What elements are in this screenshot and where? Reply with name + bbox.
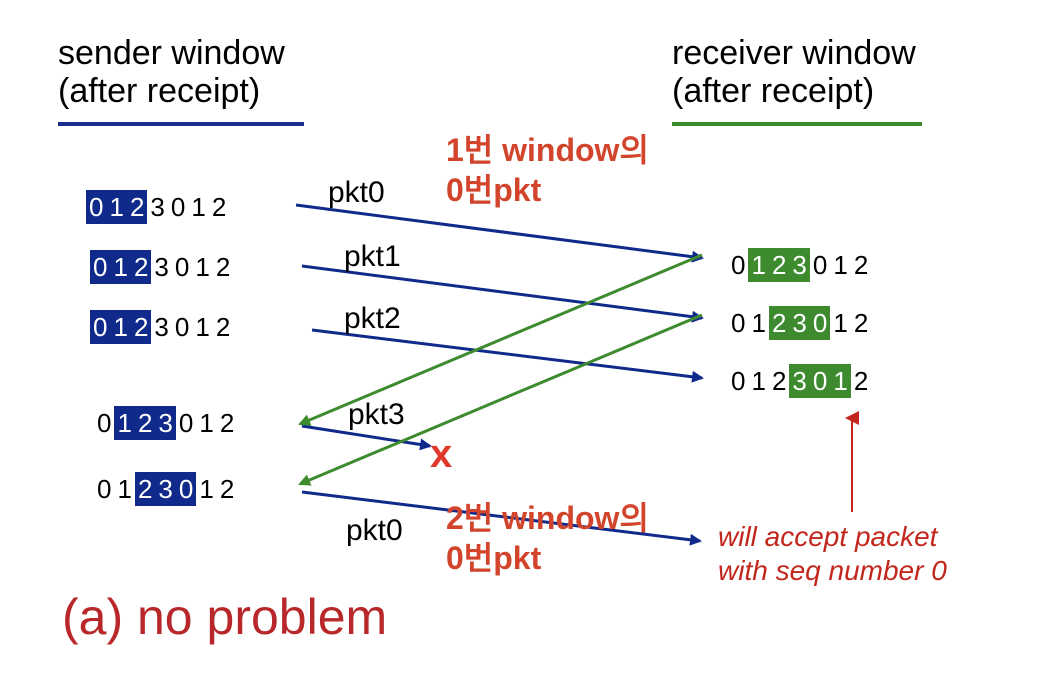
- seq-number: 1: [830, 364, 851, 398]
- pkt1-arrow: [301, 264, 704, 323]
- seq-number: 2: [215, 252, 231, 282]
- sender-title-line1: sender window: [58, 34, 285, 72]
- seq-number: 0: [809, 306, 831, 340]
- pkt3-label: pkt3: [348, 398, 405, 431]
- seq-number: 1: [114, 406, 135, 440]
- receiver-title-line1: receiver window: [672, 34, 916, 72]
- window1-note-line1: 1번 window의: [446, 132, 649, 168]
- seq-number: 1: [191, 192, 206, 222]
- window2-note: 2번 window의 0번pkt: [446, 498, 649, 578]
- seq-number: 2: [853, 366, 869, 396]
- pkt0-label: pkt0: [328, 176, 385, 209]
- pkt0b-label: pkt0: [346, 514, 403, 547]
- seq-number: 0: [174, 252, 190, 282]
- seq-number: 1: [833, 308, 848, 338]
- receiver-title-line2: (after receipt): [672, 72, 875, 110]
- seq-number: 2: [211, 192, 227, 222]
- window1-note-line2: 0번pkt: [446, 172, 542, 208]
- seq-number: 3: [789, 364, 810, 398]
- seq-number: 1: [748, 248, 769, 282]
- seq-number: 2: [853, 308, 869, 338]
- receiver-title: receiver window (after receipt): [672, 34, 916, 110]
- seq-number: 3: [789, 306, 810, 340]
- seq-number: 0: [731, 308, 746, 338]
- seq-number: 0: [731, 250, 746, 280]
- accept-note: will accept packet with seq number 0: [718, 520, 947, 588]
- seq-number: 1: [199, 408, 214, 438]
- seq-number: 0: [809, 364, 831, 398]
- seq-number: 3: [150, 192, 165, 222]
- seq-number: 1: [106, 190, 127, 224]
- pkt0b-arrow: [301, 490, 702, 546]
- seq-number: 2: [134, 472, 156, 506]
- seq-number: 2: [215, 312, 231, 342]
- window2-note-line1: 2번 window의: [446, 500, 649, 536]
- seq-number: 0: [86, 190, 107, 224]
- sender-title-line2: (after receipt): [58, 72, 261, 110]
- pkt0-arrow: [295, 203, 704, 263]
- packet-lost-x-icon: x: [430, 432, 453, 476]
- seq-number: 1: [195, 252, 210, 282]
- seq-number: 0: [90, 310, 111, 344]
- seq-number: 2: [853, 250, 869, 280]
- sender-title: sender window (after receipt): [58, 34, 285, 110]
- seq-number: 1: [110, 250, 131, 284]
- pkt3-arrow: [301, 424, 432, 451]
- seq-number: 0: [90, 250, 111, 284]
- seq-number: 0: [170, 192, 186, 222]
- seq-number: 3: [789, 248, 810, 282]
- ack1-arrow: [298, 313, 703, 486]
- window2-note-line2: 0번pkt: [446, 540, 542, 576]
- seq-number: 1: [199, 474, 214, 504]
- seq-number: 0: [731, 366, 746, 396]
- seq-number: 0: [97, 408, 112, 438]
- seq-number: 2: [126, 190, 148, 224]
- pkt1-label: pkt1: [344, 240, 401, 273]
- seq-number: 1: [195, 312, 210, 342]
- seq-number: 2: [130, 250, 152, 284]
- seq-number: 2: [219, 474, 235, 504]
- seq-number: 2: [771, 366, 787, 396]
- seq-number: 2: [768, 306, 790, 340]
- seq-number: 0: [175, 472, 197, 506]
- seq-number: 2: [130, 310, 152, 344]
- seq-number: 1: [751, 308, 766, 338]
- seq-number: 3: [154, 312, 169, 342]
- pkt2-label: pkt2: [344, 302, 401, 335]
- seq-number: 0: [97, 474, 112, 504]
- seq-number: 0: [812, 250, 828, 280]
- seq-number: 3: [155, 406, 176, 440]
- accept-note-line1: will accept packet: [718, 521, 938, 552]
- seq-number: 1: [117, 474, 132, 504]
- seq-number: 0: [174, 312, 190, 342]
- receiver-title-underline: [672, 122, 922, 126]
- window1-note: 1번 window의 0번pkt: [446, 130, 649, 210]
- accept-note-line2: with seq number 0: [718, 555, 947, 586]
- seq-number: 1: [833, 250, 848, 280]
- ack0-arrow: [298, 253, 703, 426]
- seq-number: 3: [154, 252, 169, 282]
- seq-number: 3: [155, 472, 176, 506]
- seq-number: 0: [178, 408, 194, 438]
- seq-number: 1: [110, 310, 131, 344]
- seq-number: 2: [768, 248, 790, 282]
- figure-caption: (a) no problem: [62, 589, 388, 645]
- sender-title-underline: [58, 122, 304, 126]
- pkt2-arrow: [311, 328, 704, 383]
- seq-number: 2: [134, 406, 156, 440]
- seq-number: 2: [219, 408, 235, 438]
- seq-number: 1: [751, 366, 766, 396]
